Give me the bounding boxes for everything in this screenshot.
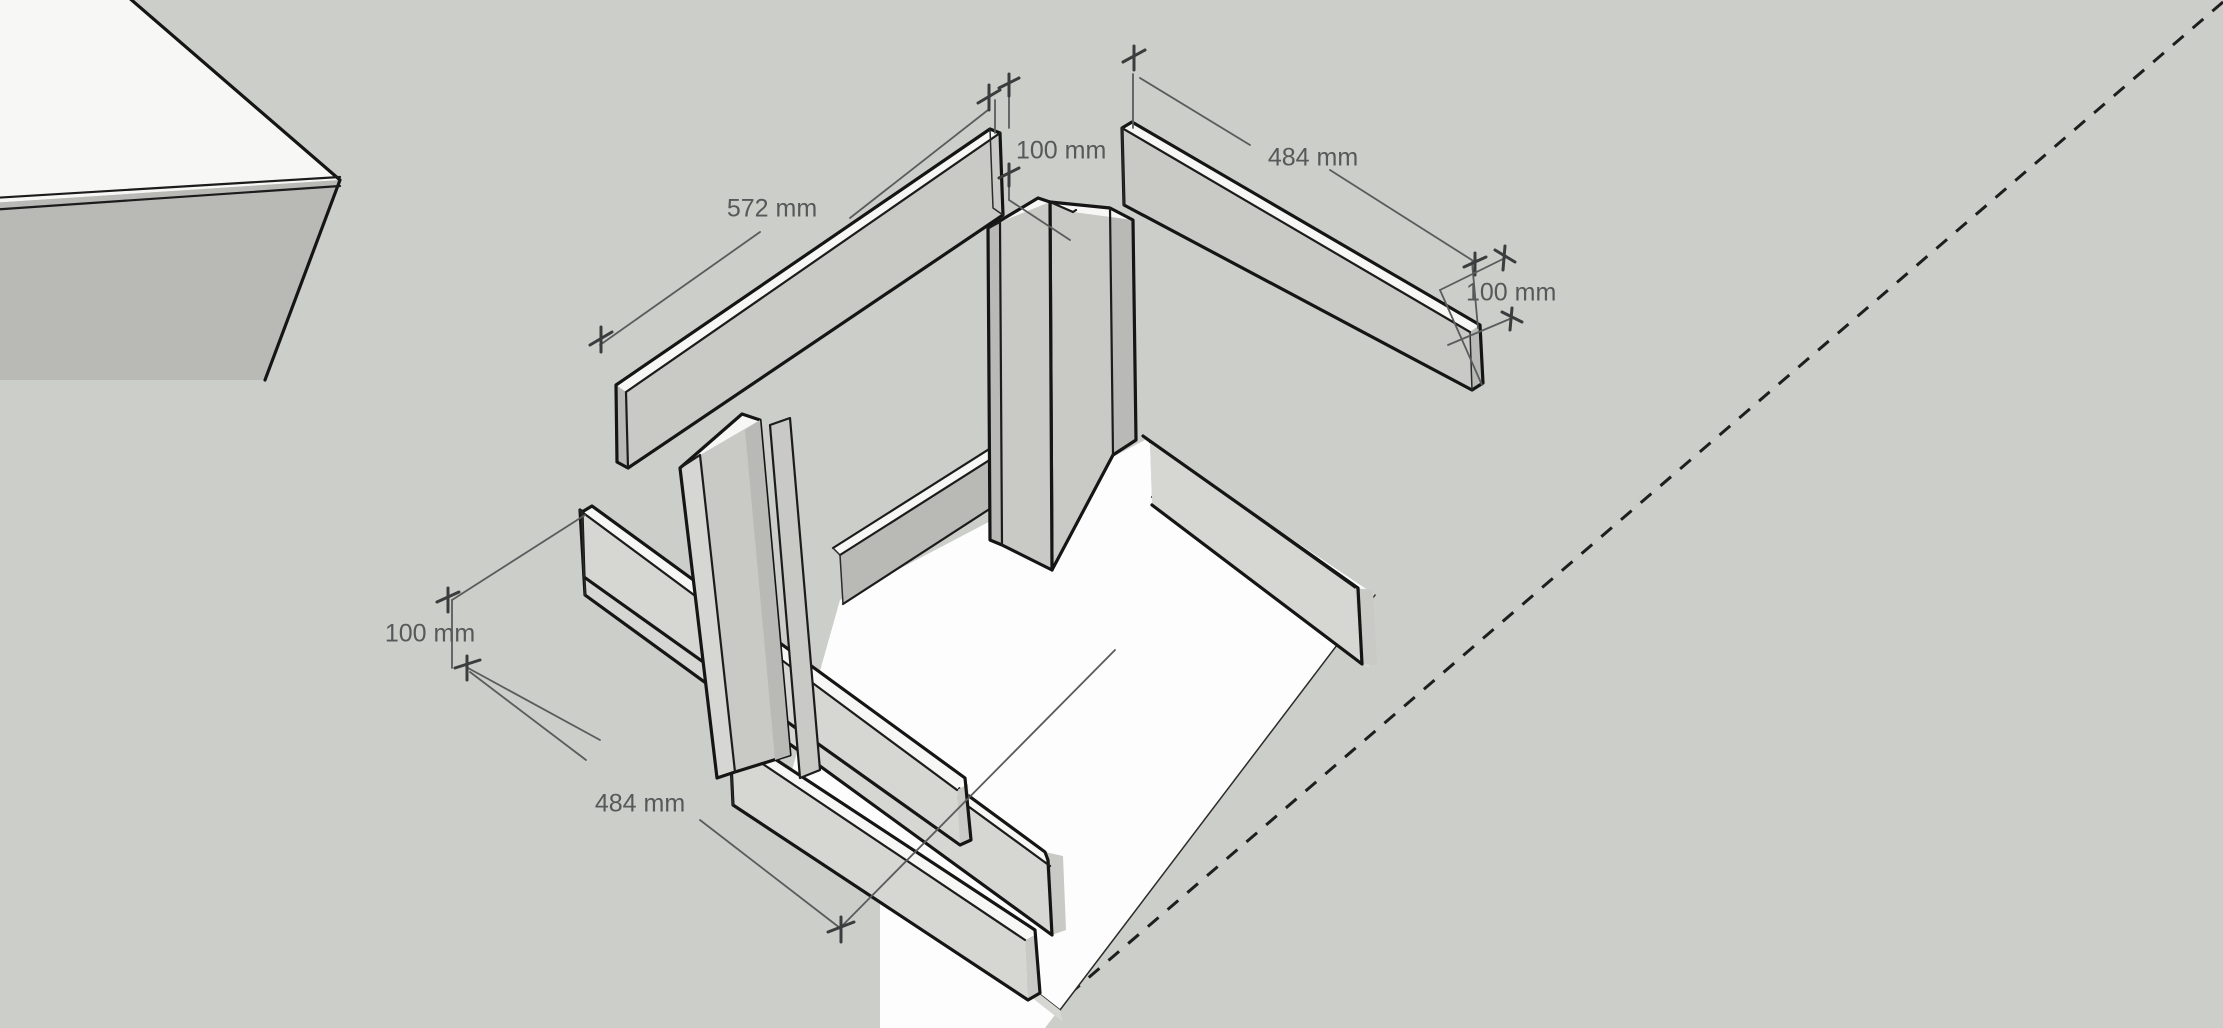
board-484-ur-front-face [1122, 128, 1472, 390]
dim-100-l-leader-lower [467, 667, 601, 741]
dimension-484-top-right[interactable]: 484 mm [1121, 44, 1488, 329]
upright-left-edges [986, 220, 1004, 547]
dimension-572-length[interactable]: 572 mm [588, 83, 1002, 354]
dim-100-r-tick-upper [1493, 244, 1517, 272]
offscreen-board-edge [0, 175, 342, 199]
board-vertical-midleft[interactable] [678, 412, 792, 780]
upright-right-top [1050, 202, 1133, 220]
dim-484-tr-leader-left [1139, 77, 1251, 146]
board-572-end-cap [616, 385, 628, 468]
dim-484-ll-leader-upper [469, 671, 587, 761]
dimension-484-lower-left[interactable]: 484 mm [469, 649, 1116, 944]
dim-100-l-leader-upper [451, 514, 586, 601]
board-572-right-end [989, 128, 1004, 216]
dim-484-tr-tick-right [1462, 251, 1488, 277]
dim-100-l-tick-upper [435, 586, 461, 614]
upright-right[interactable] [1048, 200, 1138, 572]
dim-100-top-label: 100 mm [1016, 137, 1106, 165]
dim-100-r-leader-lower [1447, 317, 1513, 346]
board-vmid-side [680, 455, 735, 778]
board-484-ll-left-end [581, 511, 585, 578]
rail-right-outer[interactable] [1141, 434, 1377, 668]
dim-484-ll-tick [826, 915, 856, 944]
dim-484-tr-leader-right [1329, 169, 1476, 263]
dim-484-tr-tick-left [1121, 44, 1147, 72]
dim-572-tick-right [976, 83, 1002, 112]
dim-484-tr-label: 484 mm [1268, 144, 1358, 172]
dim-572-label: 572 mm [727, 195, 817, 223]
upright-left-side [988, 222, 1002, 545]
board-vmid-inner-shadow [745, 420, 790, 760]
rail-right-outer-face [1150, 442, 1369, 668]
dim-100-r-ext [1439, 289, 1483, 386]
upright-left-outline [986, 196, 1054, 572]
rail-right-outer-outline [1141, 434, 1364, 666]
board-vslim-face [770, 418, 820, 778]
dim-100-r-label: 100 mm [1466, 279, 1556, 307]
board-572-upper-left[interactable] [614, 127, 1005, 470]
board-572-top-edge [624, 131, 1002, 470]
board-572-top-face [616, 129, 1000, 392]
dim-484-ll-ext [839, 649, 1116, 929]
board-484-lower-front[interactable] [728, 734, 1042, 1002]
board-572-front-face [626, 133, 1003, 468]
board-vertical-slim[interactable] [768, 416, 822, 780]
board-484-ur-top-face [1122, 122, 1480, 332]
dimension-100-right[interactable]: 100 mm [1439, 244, 1556, 386]
board-484-ur-top-edge [1120, 126, 1472, 334]
dim-100-r-leader-upper [1439, 257, 1506, 291]
dim-100-l-label: 100 mm [385, 620, 475, 648]
dim-484-ll-label: 484 mm [595, 790, 685, 818]
upright-right-edges [1048, 200, 1115, 457]
dim-572-leader-left [599, 231, 761, 346]
dimension-100-left[interactable]: 100 mm [385, 514, 601, 741]
board-484-lf-top-edge [728, 740, 1027, 942]
board-vslim-outline [768, 416, 822, 780]
upright-right-side [1110, 210, 1136, 455]
dim-484-ll-leader-lower [699, 819, 841, 929]
dim-572-leader-right [849, 109, 989, 219]
dim-100-l-tick-lower [453, 654, 482, 682]
offscreen-board-top-face [0, 0, 340, 203]
board-484-lf-top-face [730, 736, 1035, 940]
rail-left-end [832, 547, 844, 605]
dim-572-tick-left [588, 325, 614, 354]
upright-right-face [1050, 202, 1113, 570]
offscreen-board-edge2 [0, 184, 342, 211]
offscreen-board-top-left[interactable] [0, 0, 342, 382]
dimension-100-top[interactable]: 100 mm [994, 72, 1106, 241]
dim-100-top-tick-a [997, 72, 1021, 98]
dim-100-r-tick-lower [1500, 306, 1524, 332]
offscreen-board-front-face [0, 180, 340, 380]
offscreen-board-outline [129, 0, 342, 382]
board-vmid-edges [678, 453, 737, 774]
axis-guide-dashed[interactable] [1029, 0, 2223, 1028]
upright-left-face [1000, 202, 1052, 570]
upright-left[interactable] [986, 196, 1054, 572]
dim-100-top-tick-b [997, 162, 1021, 188]
board-484-lf-front-face [730, 742, 1028, 1000]
dim-100-top-leader [1008, 199, 1071, 241]
board-484-upper-right[interactable] [1120, 120, 1485, 392]
